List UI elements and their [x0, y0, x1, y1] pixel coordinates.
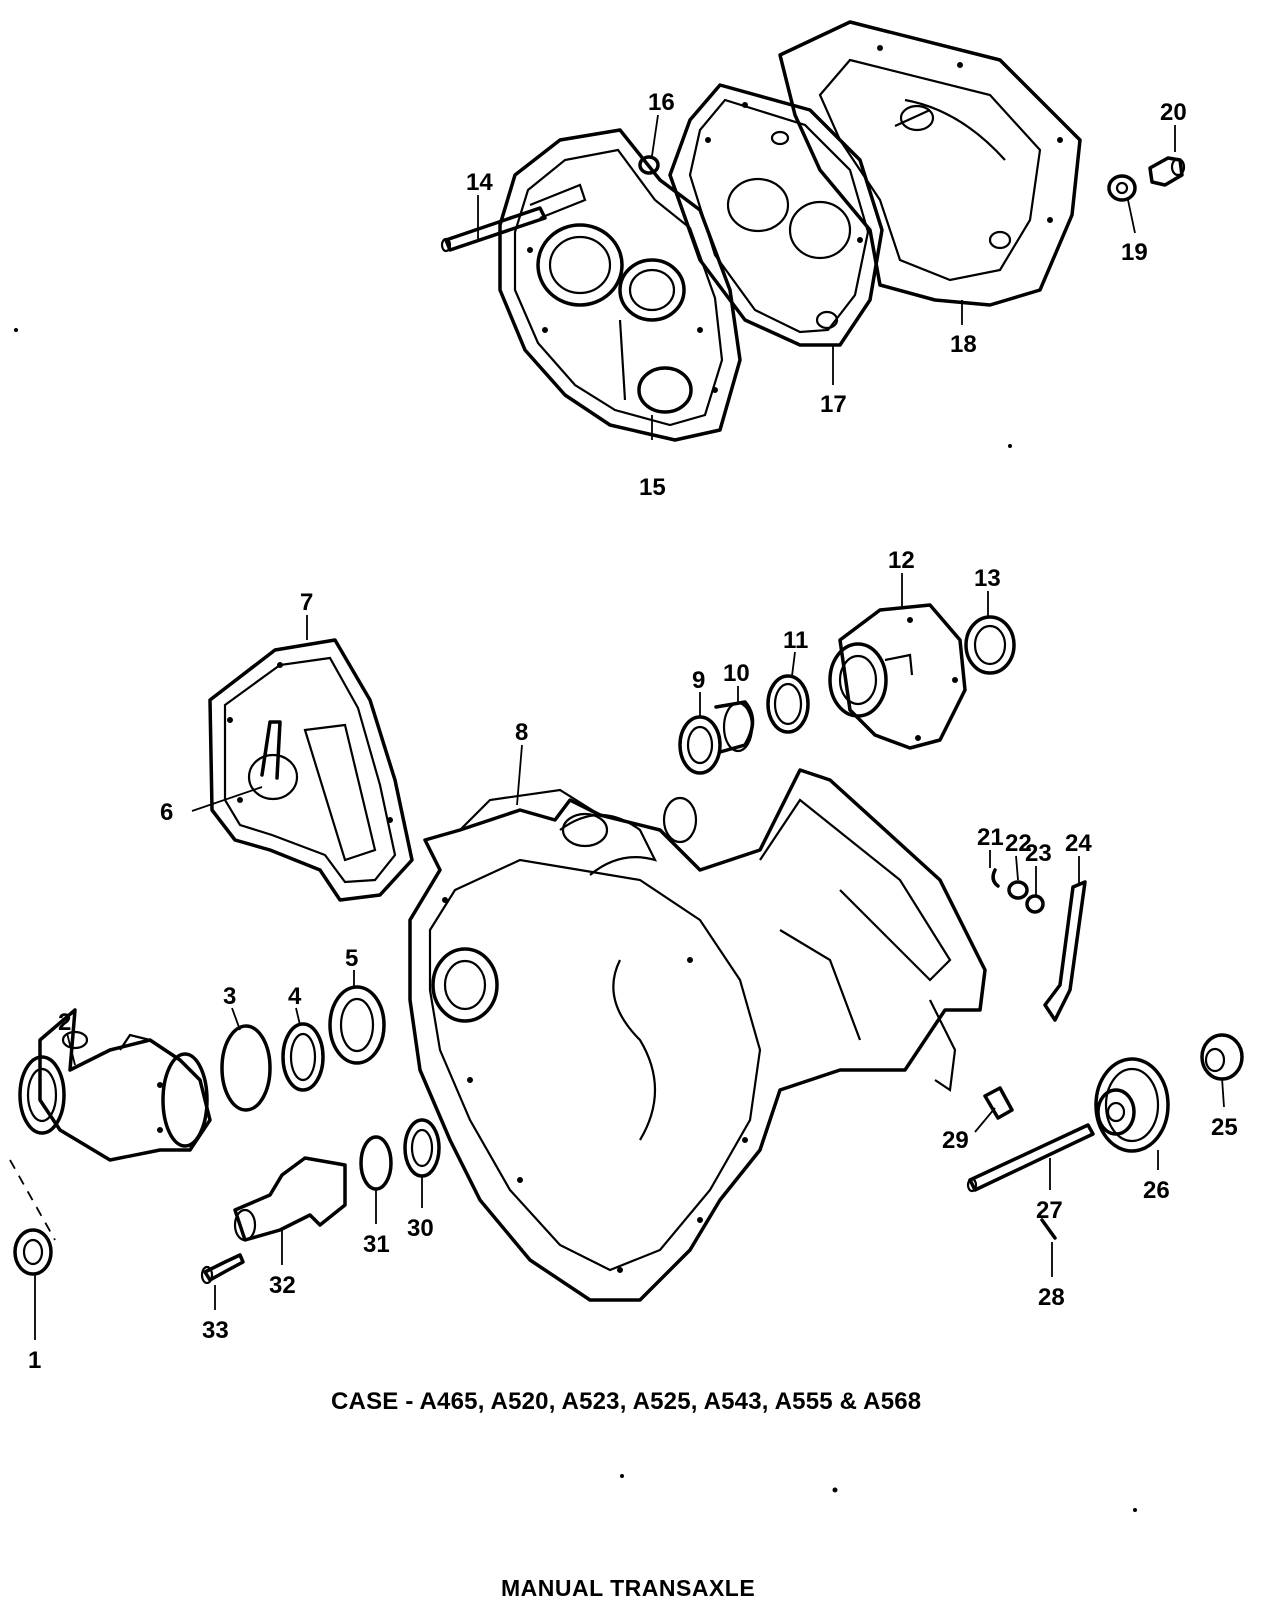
part-31-ring	[359, 1135, 393, 1191]
part-22-nut	[1007, 880, 1029, 900]
callout-24: 24	[1065, 830, 1092, 857]
part-17-gasket-plate	[668, 83, 884, 347]
part-7-side-cover	[208, 638, 414, 902]
part-18-rear-cover	[778, 20, 1082, 307]
part-30-seal	[403, 1118, 441, 1178]
callout-21: 21	[977, 824, 1004, 851]
part-9-seal	[678, 715, 722, 775]
callout-23: 23	[1025, 840, 1052, 867]
callout-17: 17	[820, 391, 847, 418]
callout-6: 6	[160, 799, 173, 826]
part-16-plug	[638, 155, 660, 175]
callout-19: 19	[1121, 239, 1148, 266]
callout-8: 8	[515, 719, 528, 746]
part-21-clip	[991, 868, 1000, 888]
part-29-bolt	[983, 1086, 1014, 1120]
diagram-title: MANUAL TRANSAXLE	[501, 1575, 756, 1601]
callout-14: 14	[466, 169, 493, 196]
callout-16: 16	[648, 89, 675, 116]
callout-28: 28	[1038, 1284, 1065, 1311]
part-19-washer	[1107, 174, 1137, 202]
callout-1: 1	[28, 1347, 41, 1374]
part-23-washer	[1025, 894, 1045, 914]
part-11-ring	[766, 674, 810, 734]
part-14-shaft	[440, 183, 587, 253]
part-12-adapter-housing	[828, 603, 967, 750]
callout-32: 32	[269, 1272, 296, 1299]
callout-22: 22	[1005, 830, 1032, 857]
part-3-o-ring	[220, 1024, 272, 1112]
callout-4: 4	[288, 983, 302, 1010]
part-32-guide-tube	[233, 1156, 347, 1242]
callout-13: 13	[974, 565, 1001, 592]
callout-18: 18	[950, 331, 977, 358]
part-33-bolt	[200, 1253, 245, 1285]
callout-15: 15	[639, 474, 666, 501]
callout-30: 30	[407, 1215, 434, 1242]
callout-31: 31	[363, 1231, 390, 1258]
callout-12: 12	[888, 547, 915, 574]
part-24-lever	[1043, 880, 1087, 1022]
callout-25: 25	[1211, 1114, 1238, 1141]
part-5-bearing-race	[328, 985, 386, 1065]
part-10-sleeve	[714, 700, 755, 754]
part-28-roll-pin	[1040, 1218, 1057, 1240]
callout-5: 5	[345, 945, 358, 972]
callout-26: 26	[1143, 1177, 1170, 1204]
callout-7: 7	[300, 589, 313, 616]
callout-33: 33	[202, 1317, 229, 1344]
callout-10: 10	[723, 660, 750, 687]
leader-lines	[34, 114, 1225, 1340]
callout-numbers: 1 2 3 4 5 6 7 8 9 10 11 12 13 14 15 16 1…	[28, 89, 1238, 1374]
part-13-seal	[964, 615, 1016, 675]
part-26-gear	[1094, 1057, 1170, 1153]
case-caption: CASE - A465, A520, A523, A525, A543, A55…	[331, 1388, 922, 1415]
callout-29: 29	[942, 1127, 969, 1154]
callout-20: 20	[1160, 99, 1187, 126]
callout-11: 11	[783, 627, 808, 654]
part-25-bushing	[1200, 1033, 1244, 1081]
callout-2: 2	[58, 1009, 71, 1036]
callout-27: 27	[1036, 1197, 1063, 1224]
part-15-transfer-plate	[498, 128, 742, 442]
part-2-extension-housing	[18, 1008, 212, 1162]
part-27-shaft	[966, 1123, 1095, 1193]
part-4-seal	[281, 1022, 325, 1092]
part-1-seal	[9, 1159, 56, 1276]
print-specks	[14, 328, 1137, 1512]
part-20-drain-plug	[1148, 156, 1186, 187]
callout-3: 3	[223, 983, 236, 1010]
part-8-main-case	[408, 768, 987, 1302]
callout-9: 9	[692, 667, 705, 694]
